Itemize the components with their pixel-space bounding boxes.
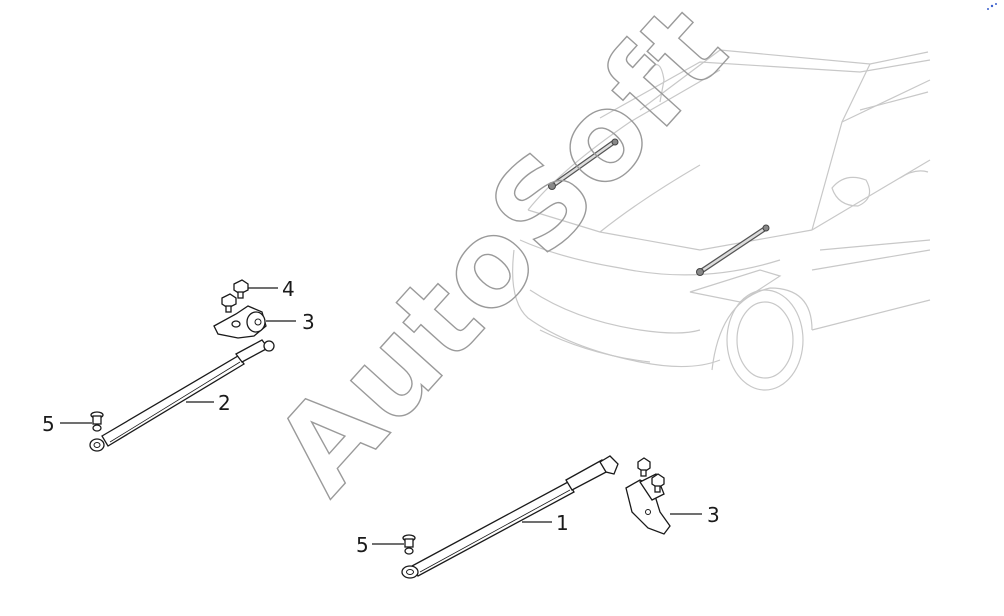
pin-lower <box>402 534 416 555</box>
hinge-bracket-upper <box>213 305 267 339</box>
bolt-lower-a <box>637 457 651 477</box>
callout-2: 2 <box>218 391 231 415</box>
gas-strut-lower <box>401 455 619 579</box>
bolt-upper-b <box>221 293 237 313</box>
car-strut-left <box>548 138 619 190</box>
callout-4: 4 <box>282 277 295 301</box>
leader-lines <box>60 287 702 545</box>
corner-mark <box>987 3 997 10</box>
pin-upper <box>90 411 104 432</box>
callout-5-lower: 5 <box>356 533 369 557</box>
callout-3-lower: 3 <box>707 503 720 527</box>
bolt-upper-a <box>233 279 249 299</box>
callout-3-upper: 3 <box>302 310 315 334</box>
bolt-lower-b <box>651 473 665 493</box>
car-outline <box>512 49 931 391</box>
gas-strut-upper <box>89 339 275 452</box>
callout-5-upper: 5 <box>42 412 55 436</box>
callout-1: 1 <box>556 511 569 535</box>
watermark-text: AutoSoft <box>248 0 754 519</box>
car-strut-right <box>696 224 770 276</box>
